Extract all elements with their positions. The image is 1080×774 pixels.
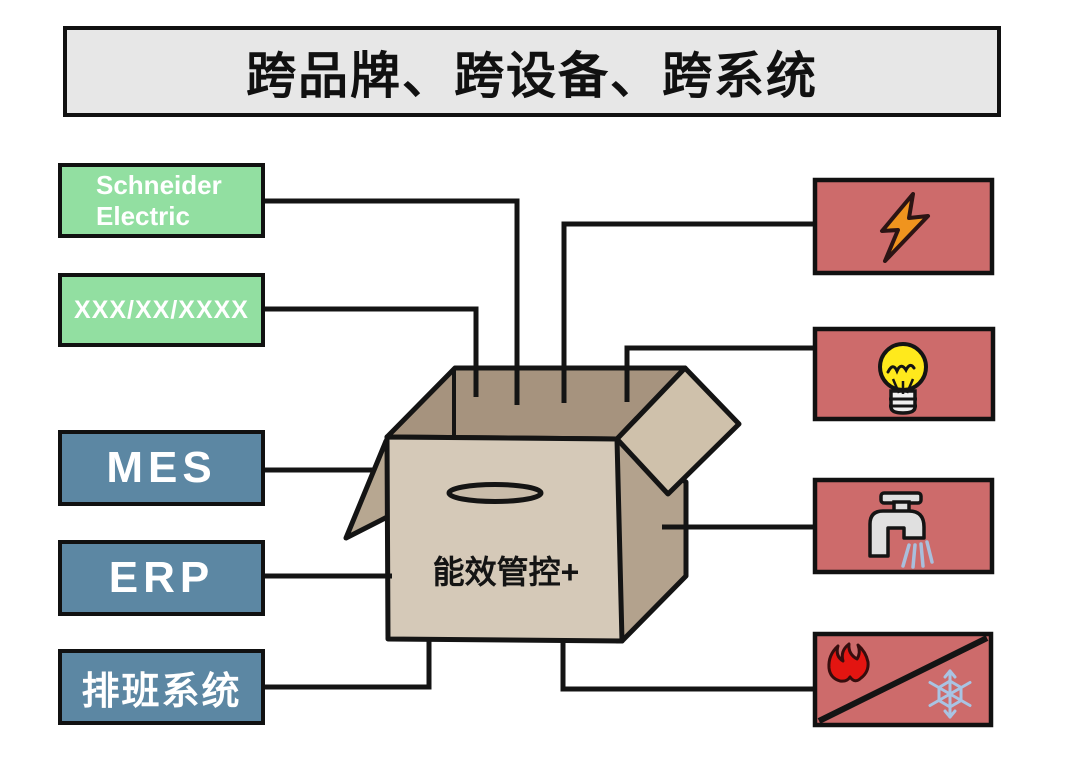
lightning-bolt-icon <box>880 192 930 263</box>
left-box-schneider-electric: Schneider Electric <box>58 163 265 238</box>
flame-icon <box>827 642 870 683</box>
light-bulb-icon <box>878 342 928 415</box>
right-box-water <box>812 477 995 575</box>
connector-schneider <box>263 198 520 405</box>
diagonal-divider <box>817 635 989 724</box>
carton-handle-slot <box>446 482 544 504</box>
connector-other-brands <box>263 306 479 397</box>
carton-front-face <box>384 434 625 644</box>
connector-heating-cooling <box>560 641 815 692</box>
left-box-erp: ERP <box>58 540 265 616</box>
right-box-lighting <box>812 326 996 422</box>
snowflake-icon <box>928 669 972 719</box>
carton-box <box>343 365 742 644</box>
water-spray <box>901 540 934 569</box>
page-title: 跨品牌、跨设备、跨系统 <box>246 47 818 104</box>
erp-label: ERP <box>108 553 215 602</box>
right-box-heating-cooling <box>812 631 994 728</box>
mes-label: MES <box>106 443 217 492</box>
schneider-line1: Schneider <box>96 169 222 200</box>
connector-lighting <box>624 345 815 402</box>
faucet-icon <box>868 491 934 569</box>
connector-scheduling <box>263 641 432 690</box>
left-box-mes: MES <box>58 430 265 506</box>
title-bar: 跨品牌、跨设备、跨系统 <box>63 26 1001 117</box>
schneider-line2: Electric <box>96 200 190 231</box>
other-brands-label: XXX/XX/XXXX <box>74 295 249 324</box>
right-box-electricity <box>812 177 995 276</box>
connector-lines <box>263 198 815 692</box>
left-box-scheduling-system: 排班系统 <box>58 649 265 725</box>
carton-right-flap <box>614 365 742 497</box>
connector-electricity <box>561 221 815 403</box>
left-box-other-brands: XXX/XX/XXXX <box>58 273 265 347</box>
scheduling-label: 排班系统 <box>81 670 242 713</box>
carton-label: 能效管控+ <box>432 554 580 590</box>
